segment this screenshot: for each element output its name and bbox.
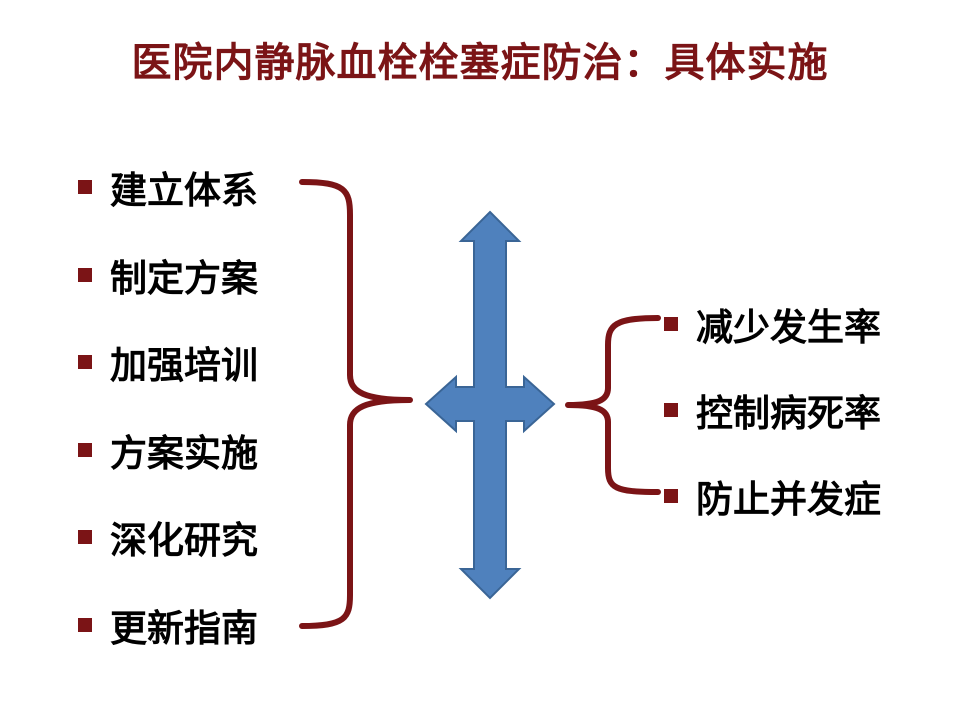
list-item-text: 建立体系 [110, 169, 258, 212]
list-item: 减少发生率 [664, 299, 881, 349]
list-item-text: 加强培训 [110, 344, 258, 387]
square-bullet-icon [78, 355, 92, 369]
list-item: 方案实施 [78, 425, 258, 475]
list-item: 更新指南 [78, 600, 258, 650]
square-bullet-icon [78, 267, 92, 282]
list-item-text: 方案实施 [110, 431, 258, 475]
list-item: 深化研究 [78, 512, 258, 562]
list-item: 建立体系 [78, 162, 258, 212]
list-item-text: 更新指南 [110, 606, 258, 650]
square-bullet-icon [78, 442, 92, 457]
list-item-text: 制定方案 [110, 256, 258, 300]
list-item: 制定方案 [78, 250, 258, 300]
list-item: 加强培训 [78, 337, 258, 387]
square-bullet-icon [78, 180, 92, 194]
list-item-text: 防止并发症 [696, 478, 881, 521]
list-item-text: 深化研究 [110, 519, 258, 562]
list-item: 控制病死率 [664, 385, 881, 435]
list-item-text: 减少发生率 [696, 306, 881, 349]
left-curly-brace-icon [299, 179, 413, 629]
square-bullet-icon [664, 403, 678, 417]
square-bullet-icon [664, 317, 678, 331]
square-bullet-icon [78, 530, 92, 544]
list-item-text: 控制病死率 [696, 392, 881, 435]
four-way-arrow-icon [424, 210, 556, 600]
square-bullet-icon [664, 489, 678, 503]
square-bullet-icon [78, 617, 92, 632]
right-curly-brace-icon [565, 315, 661, 495]
list-item: 防止并发症 [664, 471, 881, 521]
slide-title: 医院内静脉血栓栓塞症防治：具体实施 [131, 40, 829, 86]
